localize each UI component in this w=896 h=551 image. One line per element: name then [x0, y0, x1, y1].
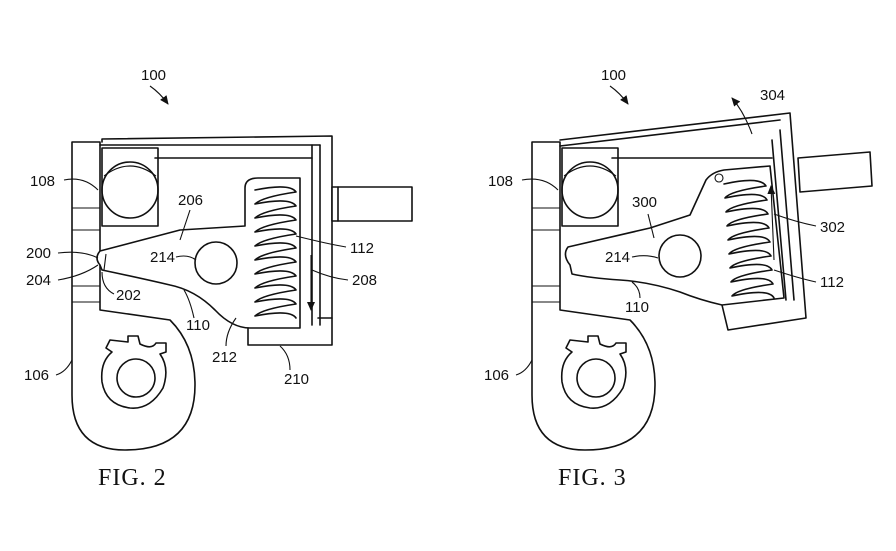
- label-300: 300: [632, 194, 657, 211]
- label-100-fig3: 100: [601, 67, 626, 84]
- housing-frame: [101, 135, 333, 319]
- label-112: 112: [350, 240, 374, 257]
- arrow-302: [767, 185, 776, 261]
- leader-100: [149, 85, 169, 105]
- pin-214-fig3: [658, 234, 702, 278]
- figure-3: 100 304 108: [484, 67, 873, 491]
- label-210: 210: [284, 371, 309, 388]
- part-210: [247, 317, 333, 346]
- label-214-fig3: 214: [605, 249, 630, 266]
- label-108: 108: [30, 173, 55, 190]
- label-106-fig3: 106: [484, 367, 509, 384]
- shaft-fig3: [797, 151, 873, 193]
- pivot-bore-fig3: [576, 358, 616, 398]
- spring-112: [254, 186, 297, 319]
- leader-100-fig3: [609, 85, 629, 105]
- label-200: 200: [26, 245, 51, 262]
- arrow-304: [731, 97, 753, 135]
- pivot-bore: [116, 358, 156, 398]
- label-304: 304: [760, 87, 785, 104]
- label-112-fig3: 112: [820, 274, 844, 291]
- shaft: [331, 186, 413, 222]
- ball-108-fig3: [561, 161, 619, 219]
- body-106-fig3: [531, 141, 656, 451]
- housing-frame-fig3: [559, 112, 807, 331]
- label-106: 106: [24, 367, 49, 384]
- keyed-hole: [100, 335, 167, 409]
- caption-fig-3: FIG. 3: [558, 465, 627, 491]
- caption-fig-2: FIG. 2: [98, 465, 167, 491]
- label-208: 208: [352, 272, 377, 289]
- label-206: 206: [178, 192, 203, 209]
- label-110-fig3: 110: [625, 299, 649, 316]
- lever-110: [96, 177, 301, 329]
- label-202: 202: [116, 287, 141, 304]
- keyed-hole-fig3: [560, 335, 627, 409]
- label-302: 302: [820, 219, 845, 236]
- spring-112-fig3: [723, 179, 775, 299]
- label-204: 204: [26, 272, 51, 289]
- label-100: 100: [141, 67, 166, 84]
- label-212: 212: [212, 349, 237, 366]
- body-106: [71, 141, 196, 451]
- label-214: 214: [150, 249, 175, 266]
- label-108-fig3: 108: [488, 173, 513, 190]
- label-110: 110: [186, 317, 210, 334]
- figure-2: 100 10: [24, 67, 413, 491]
- ball-108: [101, 161, 159, 219]
- pin-214: [194, 241, 238, 285]
